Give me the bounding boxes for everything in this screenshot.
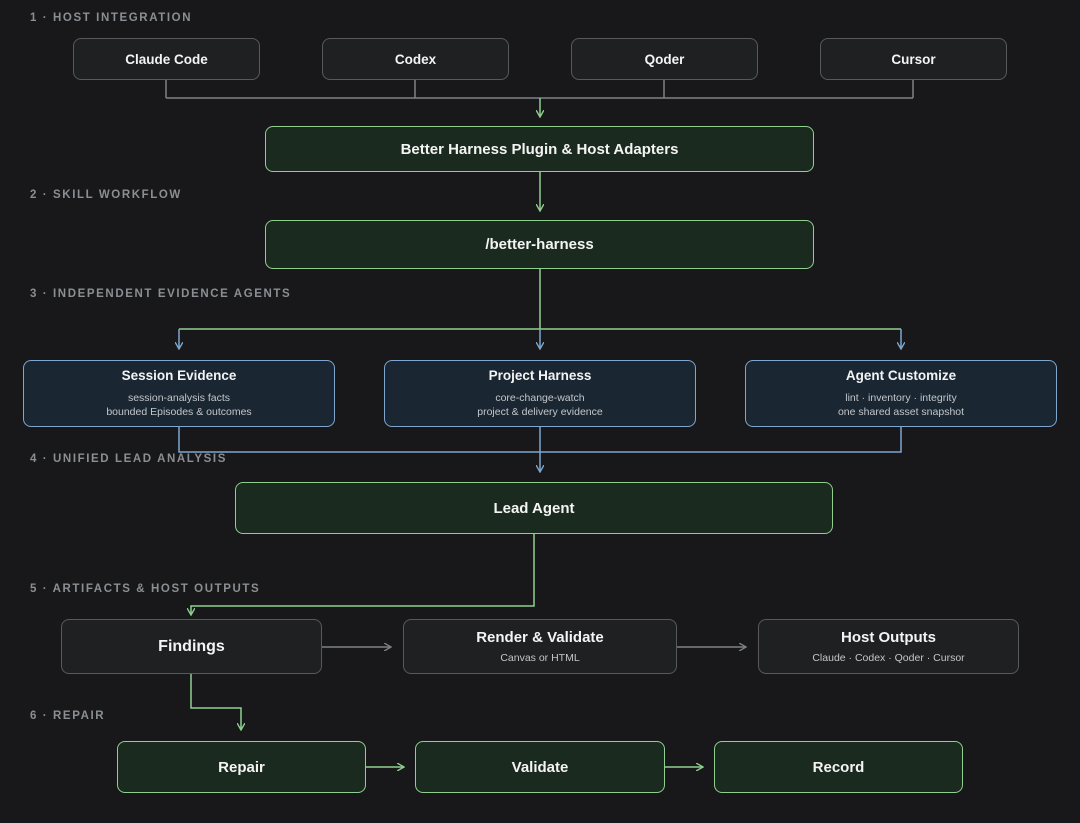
findings-label: Findings: [158, 637, 225, 655]
lead-agent-node: Lead Agent: [235, 482, 833, 534]
section-label-artifacts: 5 · ARTIFACTS & HOST OUTPUTS: [30, 583, 261, 595]
lead-agent-label: Lead Agent: [493, 499, 575, 517]
agent-detail: session-analysis facts: [127, 392, 231, 404]
hosts-bus-connector: [165, 80, 914, 99]
agent-detail: lint · inventory · integrity: [845, 392, 957, 404]
findings-node: Findings: [61, 619, 322, 674]
host-qoder: Qoder: [571, 38, 758, 80]
record-label: Record: [812, 758, 865, 776]
host-label: Qoder: [644, 51, 685, 67]
host-label: Cursor: [891, 51, 936, 67]
skill-label: /better-harness: [485, 236, 594, 253]
agent-title: Project Harness: [488, 368, 592, 383]
record-node: Record: [714, 741, 963, 793]
host-outputs-title: Host Outputs: [841, 628, 936, 646]
section-label-host-integration: 1 · HOST INTEGRATION: [30, 12, 193, 24]
agent-title: Session Evidence: [121, 368, 237, 383]
section-label-repair: 6 · REPAIR: [30, 710, 106, 722]
host-label: Codex: [394, 51, 437, 67]
agent-detail: one shared asset snapshot: [837, 406, 965, 418]
validate-label: Validate: [511, 758, 569, 776]
host-cursor: Cursor: [820, 38, 1007, 80]
findings-to-repair-arrow: [190, 674, 241, 729]
render-validate-node: Render & Validate Canvas or HTML: [403, 619, 677, 674]
host-claude-code: Claude Code: [73, 38, 260, 80]
section-label-skill-workflow: 2 · SKILL WORKFLOW: [30, 189, 182, 201]
plugin-node: Better Harness Plugin & Host Adapters: [265, 126, 814, 172]
host-codex: Codex: [322, 38, 509, 80]
render-validate-title: Render & Validate: [476, 628, 604, 646]
host-label: Claude Code: [125, 51, 208, 67]
validate-node: Validate: [415, 741, 665, 793]
agent-detail: bounded Episodes & outcomes: [106, 406, 252, 418]
render-validate-detail: Canvas or HTML: [500, 651, 580, 664]
repair-label: Repair: [218, 758, 265, 776]
host-outputs-detail: Claude · Codex · Qoder · Cursor: [812, 651, 965, 664]
agent-detail: core-change-watch: [495, 392, 585, 404]
agent-detail: project & delivery evidence: [477, 406, 603, 418]
section-label-lead-analysis: 4 · UNIFIED LEAD ANALYSIS: [30, 453, 227, 465]
agent-customize: Agent Customize lint · inventory · integ…: [745, 360, 1057, 427]
host-outputs-node: Host Outputs Claude · Codex · Qoder · Cu…: [758, 619, 1019, 674]
lead-to-findings-arrow: [191, 534, 535, 614]
agent-project-harness: Project Harness core-change-watch projec…: [384, 360, 696, 427]
section-label-evidence-agents: 3 · INDEPENDENT EVIDENCE AGENTS: [30, 288, 292, 300]
agent-session-evidence: Session Evidence session-analysis facts …: [23, 360, 335, 427]
plugin-label: Better Harness Plugin & Host Adapters: [400, 140, 679, 158]
skill-node: /better-harness: [265, 220, 814, 269]
agent-title: Agent Customize: [845, 368, 957, 383]
repair-node: Repair: [117, 741, 366, 793]
